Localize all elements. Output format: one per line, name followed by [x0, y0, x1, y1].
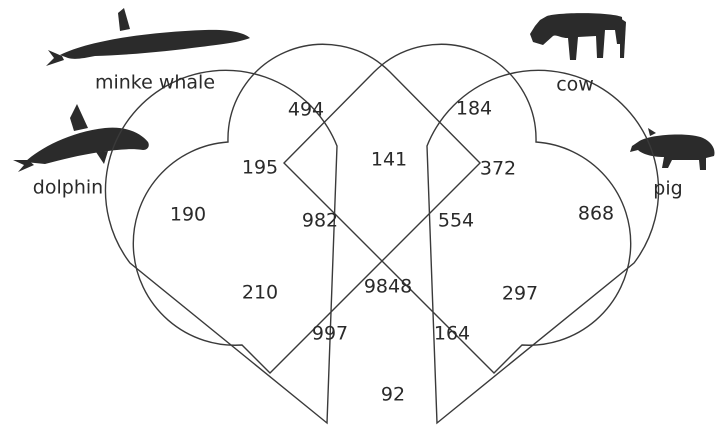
count-cow-only: 184	[456, 98, 492, 120]
count-dolphin-cow-pig: 164	[434, 323, 470, 345]
count-dolphin-minke-whale: 195	[242, 157, 278, 179]
pig-set-outline	[426, 69, 660, 425]
minke-whale-set-outline	[132, 43, 481, 374]
dolphin-icon	[13, 104, 149, 172]
dolphin-set-outline	[104, 69, 338, 425]
minke-whale-icon	[46, 8, 250, 66]
count-cow-pig: 372	[480, 158, 516, 180]
count-all-four: 9848	[364, 276, 412, 298]
count-dolphin-cow: 210	[242, 282, 278, 304]
pig-icon	[630, 128, 715, 170]
cow-label: cow	[556, 74, 594, 96]
count-dolphin-minke-whale-pig: 997	[312, 323, 348, 345]
count-minke-whale-cow: 141	[371, 149, 407, 171]
minke-whale-label: minke whale	[95, 72, 215, 94]
count-minke-whale-pig: 297	[502, 283, 538, 305]
set-outlines	[104, 43, 660, 425]
count-minke-whale-only: 494	[288, 99, 324, 121]
cow-set-outline	[283, 43, 632, 374]
count-dolphin-only: 190	[170, 204, 206, 226]
cow-icon	[530, 13, 626, 60]
pig-label: pig	[653, 178, 682, 200]
count-pig-only: 868	[578, 203, 614, 225]
dolphin-label: dolphin	[33, 177, 103, 199]
count-minke-whale-cow-pig: 554	[438, 210, 474, 232]
set-labels: minke whale cow dolphin pig	[33, 72, 683, 200]
count-dolphin-minke-whale-cow: 982	[302, 210, 338, 232]
region-counts: 494 184 190 868 195 141 372 982 554 210 …	[170, 98, 614, 406]
count-dolphin-pig: 92	[381, 384, 405, 406]
